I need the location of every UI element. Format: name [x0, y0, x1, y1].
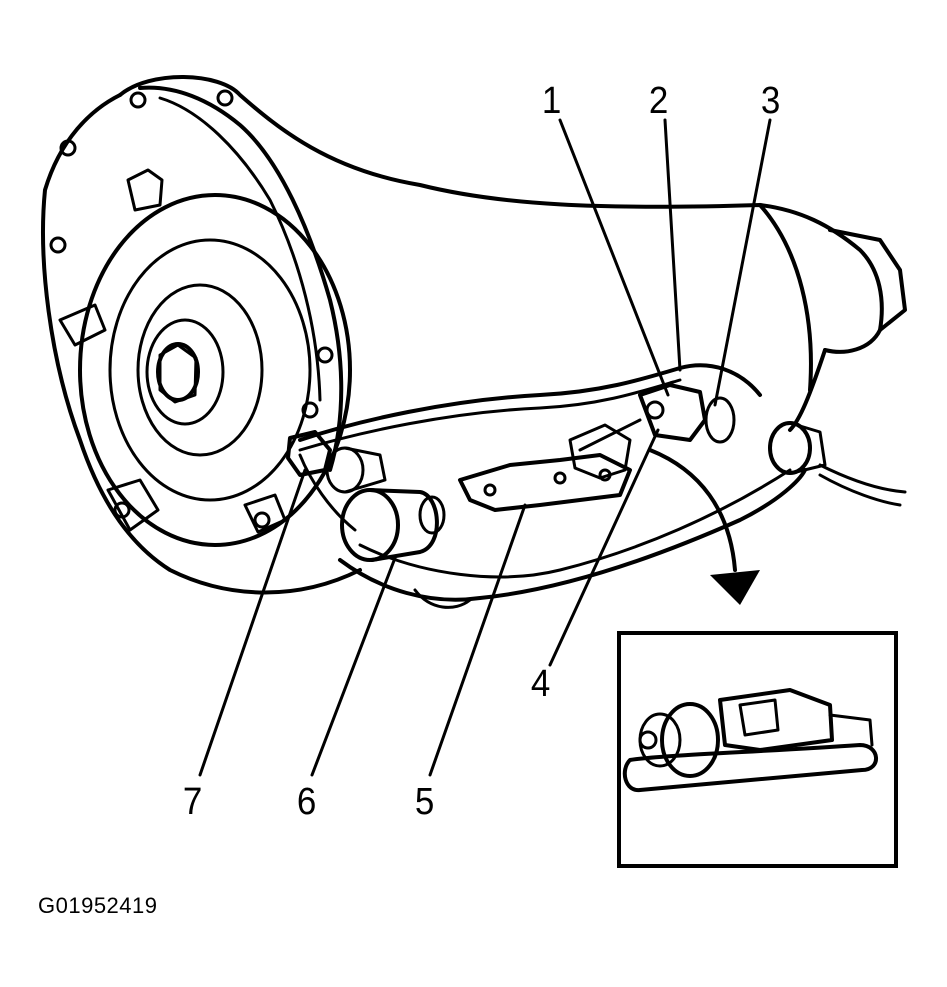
inset-arrow: [648, 448, 760, 605]
callout-5: 5: [414, 781, 435, 823]
figure-id: G01952419: [38, 893, 158, 918]
callout-1: 1: [541, 80, 562, 122]
callout-3: 3: [760, 80, 781, 122]
leader-lines: [198, 118, 772, 777]
leader-4: [548, 428, 660, 667]
callout-7: 7: [182, 781, 203, 823]
callout-6: 6: [296, 781, 317, 823]
leader-6: [310, 556, 397, 777]
callout-4: 4: [530, 663, 551, 705]
leader-5: [428, 503, 527, 777]
inset-detail: [617, 631, 898, 868]
transmission-case: [41, 75, 907, 609]
leader-1: [558, 118, 670, 397]
leader-3: [713, 118, 772, 407]
callout-2: 2: [648, 80, 669, 122]
leader-7: [198, 468, 307, 777]
leader-2: [663, 118, 682, 372]
